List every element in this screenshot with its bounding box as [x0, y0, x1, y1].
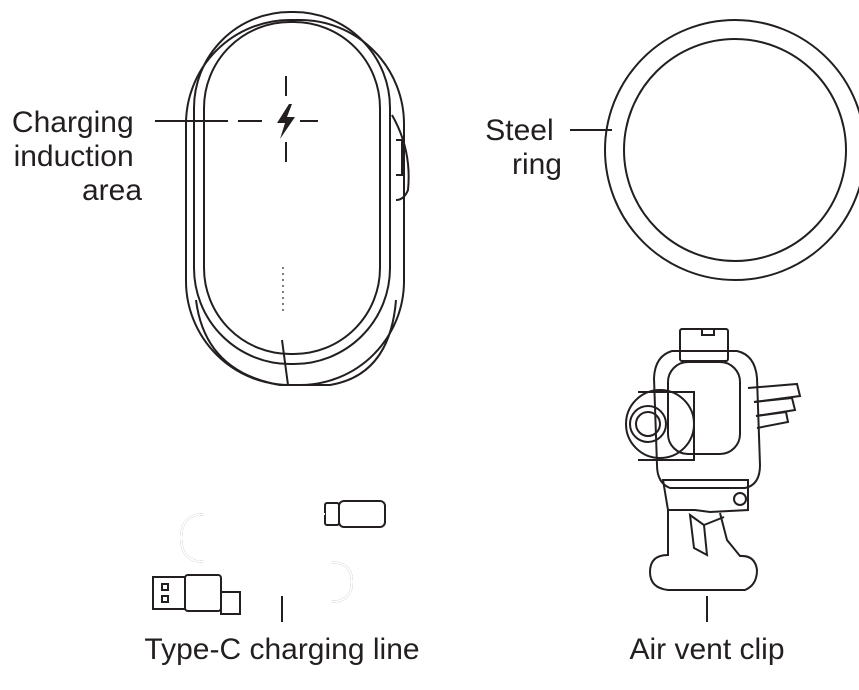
charging-area-label: Charging induction area: [12, 106, 142, 207]
steel-ring-label: Steel ring: [485, 114, 562, 181]
lightning-bolt-icon: [277, 104, 295, 139]
induction-crosshair: [238, 76, 318, 162]
indicator-dots: [282, 267, 284, 311]
steel-ring-label-line2: ring: [512, 148, 562, 181]
steel-ring-label-line1: Steel: [485, 114, 553, 147]
cable-label: Type-C charging line: [144, 633, 419, 666]
vent-clip-label: Air vent clip: [629, 633, 784, 666]
charging-area-label-line2: induction: [14, 140, 134, 173]
charging-area-label-line3: area: [82, 174, 142, 207]
steel-ring: [604, 19, 859, 281]
air-vent-clip: [625, 328, 802, 591]
charging-area-label-line1: Charging: [12, 106, 134, 139]
type-c-cable: [152, 500, 386, 615]
wireless-charger: [185, 11, 410, 386]
